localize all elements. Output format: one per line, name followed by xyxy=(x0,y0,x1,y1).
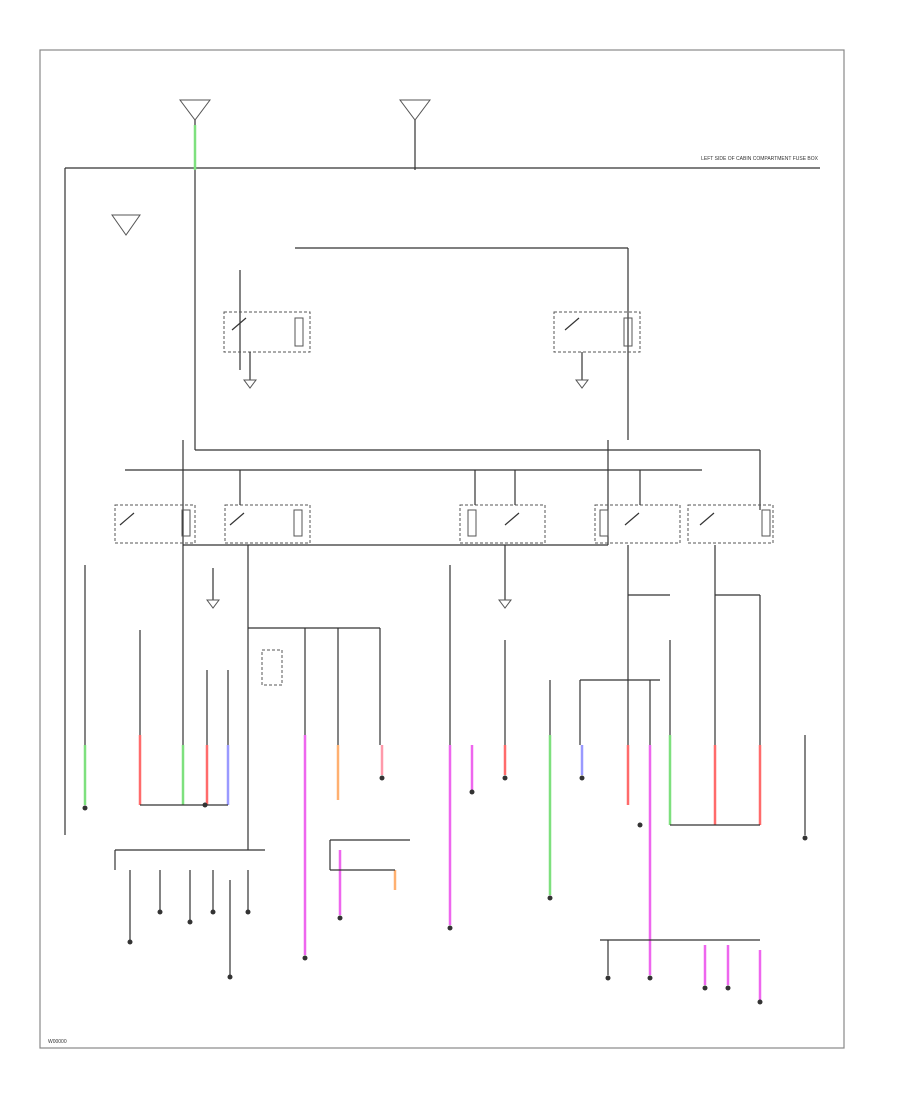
upper-relay-left xyxy=(223,311,311,389)
ground-label: LEFT SIDE OF CABIN COMPARTMENT FUSE BOX xyxy=(701,156,819,162)
terminal-dots xyxy=(82,775,808,1005)
footer-code: W00000 xyxy=(48,1039,67,1045)
side-source-left xyxy=(111,214,141,236)
diagram-frame xyxy=(39,49,845,1049)
top-source-right xyxy=(399,99,431,170)
colored-wires xyxy=(83,125,762,1000)
relay-row xyxy=(114,504,774,544)
upper-relay-right xyxy=(553,311,641,389)
